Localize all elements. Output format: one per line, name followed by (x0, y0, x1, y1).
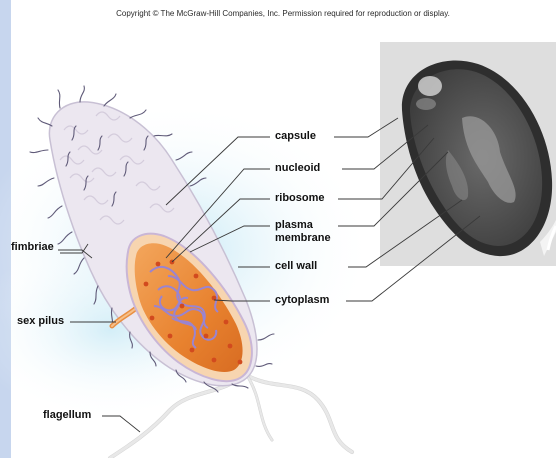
label-fimbriae: fimbriae (11, 241, 54, 254)
label-cell-wall: cell wall (275, 260, 317, 273)
label-nucleoid: nucleoid (275, 162, 320, 175)
label-capsule: capsule (275, 130, 316, 143)
label-ribosome: ribosome (275, 192, 325, 205)
label-plasma-membrane-line1: plasma (275, 219, 313, 232)
label-plasma-membrane-line2: membrane (275, 232, 331, 245)
label-sex-pilus: sex pilus (17, 315, 64, 328)
label-flagellum: flagellum (43, 409, 91, 422)
electron-micrograph (380, 42, 556, 266)
label-cytoplasm: cytoplasm (275, 294, 329, 307)
